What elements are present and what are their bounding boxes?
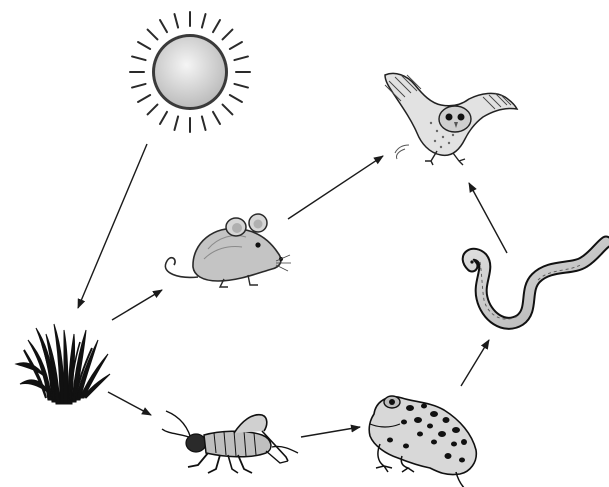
- sun-ray: [213, 20, 220, 32]
- sun-ray: [148, 30, 158, 40]
- arrow-sun-to-grass: [78, 144, 147, 308]
- arrow-snake-to-owl: [469, 183, 507, 253]
- sun-ray: [202, 116, 206, 130]
- owl-icon: [385, 73, 517, 165]
- sun-ray: [160, 20, 167, 32]
- frog-icon: [369, 396, 476, 487]
- mouse-icon: [165, 214, 291, 287]
- sun-ray: [230, 42, 242, 49]
- sun-ray: [160, 112, 167, 124]
- sun-ray: [174, 116, 178, 130]
- arrow-grass-to-cricket: [108, 392, 151, 415]
- sun-ray: [132, 84, 146, 88]
- sun-ray: [138, 95, 150, 102]
- sun-ray: [148, 105, 158, 115]
- sun-ray: [132, 56, 146, 60]
- arrow-cricket-to-frog: [301, 427, 360, 437]
- sun-ray: [230, 95, 242, 102]
- sun-icon: [130, 12, 250, 132]
- sun-ray: [234, 84, 248, 88]
- sun-ray: [138, 42, 150, 49]
- sun-ray: [223, 105, 233, 115]
- snake-icon: [468, 242, 606, 323]
- arrow-grass-to-mouse: [112, 290, 162, 320]
- sun-ray: [223, 30, 233, 40]
- sun-ray: [202, 14, 206, 28]
- arrows: [78, 144, 507, 437]
- cricket-icon: [162, 411, 298, 473]
- arrow-frog-to-snake: [461, 340, 489, 386]
- sun-ray: [213, 112, 220, 124]
- arrow-mouse-to-owl: [288, 156, 383, 219]
- grass-icon: [16, 324, 110, 404]
- sun-ray: [174, 14, 178, 28]
- sun-ray: [234, 56, 248, 60]
